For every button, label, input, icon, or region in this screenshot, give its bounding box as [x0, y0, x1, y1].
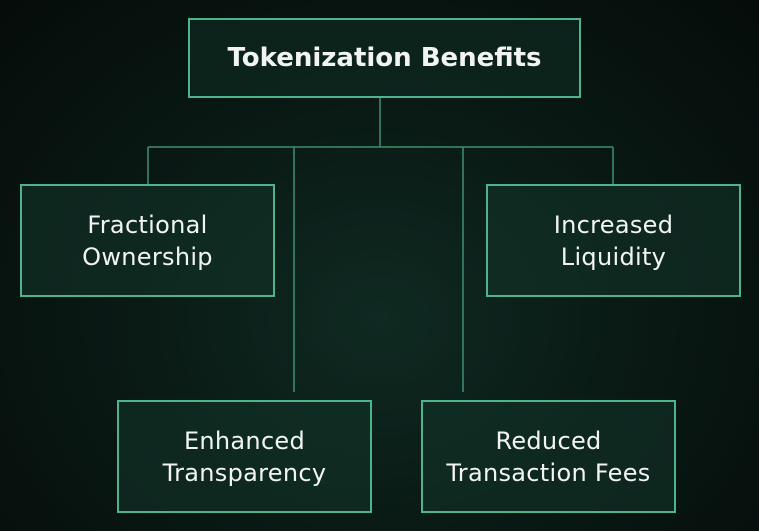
node-increased-liquidity: Increased Liquidity	[486, 184, 741, 297]
root-node-tokenization-benefits: Tokenization Benefits	[188, 18, 581, 98]
node-enhanced-transparency-label: Enhanced Transparency	[162, 426, 327, 487]
node-enhanced-transparency: Enhanced Transparency	[117, 400, 372, 513]
node-fractional-ownership: Fractional Ownership	[20, 184, 275, 297]
node-reduced-transaction-fees-label: Reduced Transaction Fees	[446, 426, 651, 487]
root-node-label: Tokenization Benefits	[227, 43, 542, 73]
node-fractional-ownership-label: Fractional Ownership	[82, 210, 213, 271]
node-reduced-transaction-fees: Reduced Transaction Fees	[421, 400, 676, 513]
node-increased-liquidity-label: Increased Liquidity	[553, 210, 674, 271]
